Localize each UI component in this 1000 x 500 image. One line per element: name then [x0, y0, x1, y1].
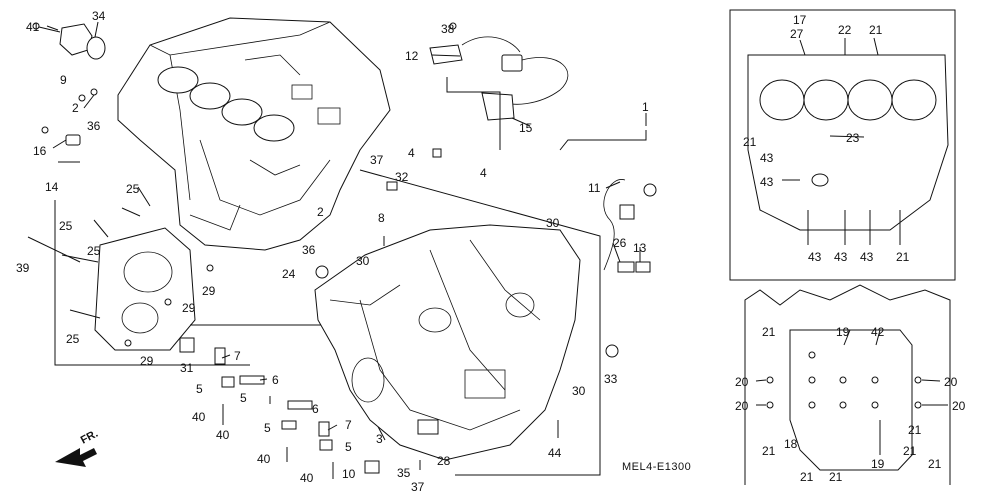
- leader-lines: [46, 21, 948, 455]
- callout-label: 39: [16, 261, 30, 275]
- callout-label: 21: [800, 470, 814, 484]
- callout-label: 43: [760, 151, 774, 165]
- callout-label: 4: [480, 166, 487, 180]
- callout-label: 2: [72, 101, 79, 115]
- callout-label: 5: [264, 421, 271, 435]
- callout-label: 5: [240, 391, 247, 405]
- callout-label: 3: [376, 432, 383, 446]
- callout-label: 9: [60, 73, 67, 87]
- callout-label: 11: [588, 181, 601, 195]
- callout-label: 21: [762, 325, 776, 339]
- callout-label: 25: [66, 332, 80, 346]
- callout-label: 34: [92, 9, 106, 23]
- callout-label: 21: [869, 23, 883, 37]
- callout-label: 20: [735, 399, 749, 413]
- callout-label: 23: [846, 131, 860, 145]
- upper-crankcase: [117, 17, 391, 251]
- lower-crankcase: [314, 148, 619, 476]
- callout-label: 10: [342, 467, 356, 481]
- front-direction-arrow-icon: [55, 448, 97, 467]
- callout-label: 24: [282, 267, 296, 281]
- callout-label: 15: [519, 121, 533, 135]
- speed-sensor-harness: [429, 22, 569, 150]
- callout-label: 4: [408, 146, 415, 160]
- callout-label: 40: [216, 428, 230, 442]
- callout-label: 21: [896, 250, 910, 264]
- left-side-cover: [27, 200, 250, 366]
- callout-label: 30: [356, 254, 370, 268]
- diagram-reference-code: MEL4-E1300: [622, 461, 691, 473]
- callout-label: 6: [312, 402, 319, 416]
- callout-label: 28: [437, 454, 451, 468]
- crankcase-set-top: [729, 9, 956, 281]
- callout-label: 37: [411, 480, 425, 494]
- callout-label: 43: [760, 175, 774, 189]
- callout-label: 29: [202, 284, 216, 298]
- callout-label: 19: [871, 457, 885, 471]
- callout-label: 38: [441, 22, 455, 36]
- crankcase-set-bottom: [744, 284, 951, 485]
- callout-label: 6: [272, 373, 279, 387]
- callout-label: 25: [126, 182, 140, 196]
- callout-label: 21: [829, 470, 843, 484]
- callout-label: 17: [793, 13, 807, 27]
- callout-labels: 41 34 9 2 36 16 14 25 25 25 39 29 29 25 …: [16, 9, 966, 494]
- callout-label: 31: [180, 361, 194, 375]
- callout-label: 40: [257, 452, 271, 466]
- callout-label: 20: [944, 375, 958, 389]
- callout-label: 7: [345, 418, 352, 432]
- callout-label: 25: [87, 244, 101, 258]
- callout-label: 21: [928, 457, 942, 471]
- callout-label: 29: [140, 354, 154, 368]
- callout-label: 16: [33, 144, 47, 158]
- callout-label: 43: [834, 250, 848, 264]
- callout-label: 20: [735, 375, 749, 389]
- callout-label: 8: [378, 211, 385, 225]
- callout-label: 2: [317, 205, 324, 219]
- callout-label: 40: [192, 410, 206, 424]
- callout-label: 7: [234, 349, 241, 363]
- callout-label: 19: [836, 325, 850, 339]
- callout-label: 35: [397, 466, 411, 480]
- callout-label: 36: [302, 243, 316, 257]
- callout-label: 5: [345, 440, 352, 454]
- ckp-sensor-assembly: [32, 22, 106, 146]
- callout-label: 40: [300, 471, 314, 485]
- callout-label: 18: [784, 437, 798, 451]
- callout-label: 43: [808, 250, 822, 264]
- callout-label: 30: [572, 384, 586, 398]
- callout-label: 22: [838, 23, 852, 37]
- callout-label: 29: [182, 301, 196, 315]
- callout-label: 33: [604, 372, 618, 386]
- callout-label: 5: [196, 382, 203, 396]
- callout-label: 41: [26, 20, 40, 34]
- callout-label: 21: [908, 423, 922, 437]
- callout-label: 42: [871, 325, 885, 339]
- callout-label: 14: [45, 180, 59, 194]
- knock-sensor: [559, 113, 657, 273]
- front-direction-label: FR.: [79, 428, 100, 447]
- callout-label: 30: [546, 216, 560, 230]
- callout-label: 44: [548, 446, 562, 460]
- callout-label: 32: [395, 170, 409, 184]
- callout-label: 21: [762, 444, 776, 458]
- callout-label: 37: [370, 153, 384, 167]
- callout-label: 43: [860, 250, 874, 264]
- callout-label: 20: [952, 399, 966, 413]
- callout-label: 12: [405, 49, 419, 63]
- callout-label: 21: [903, 444, 917, 458]
- callout-label: 27: [790, 27, 804, 41]
- callout-label: 26: [613, 236, 627, 250]
- callout-label: 21: [743, 135, 757, 149]
- callout-label: 1: [642, 100, 649, 114]
- callout-label: 36: [87, 119, 101, 133]
- callout-label: 25: [59, 219, 73, 233]
